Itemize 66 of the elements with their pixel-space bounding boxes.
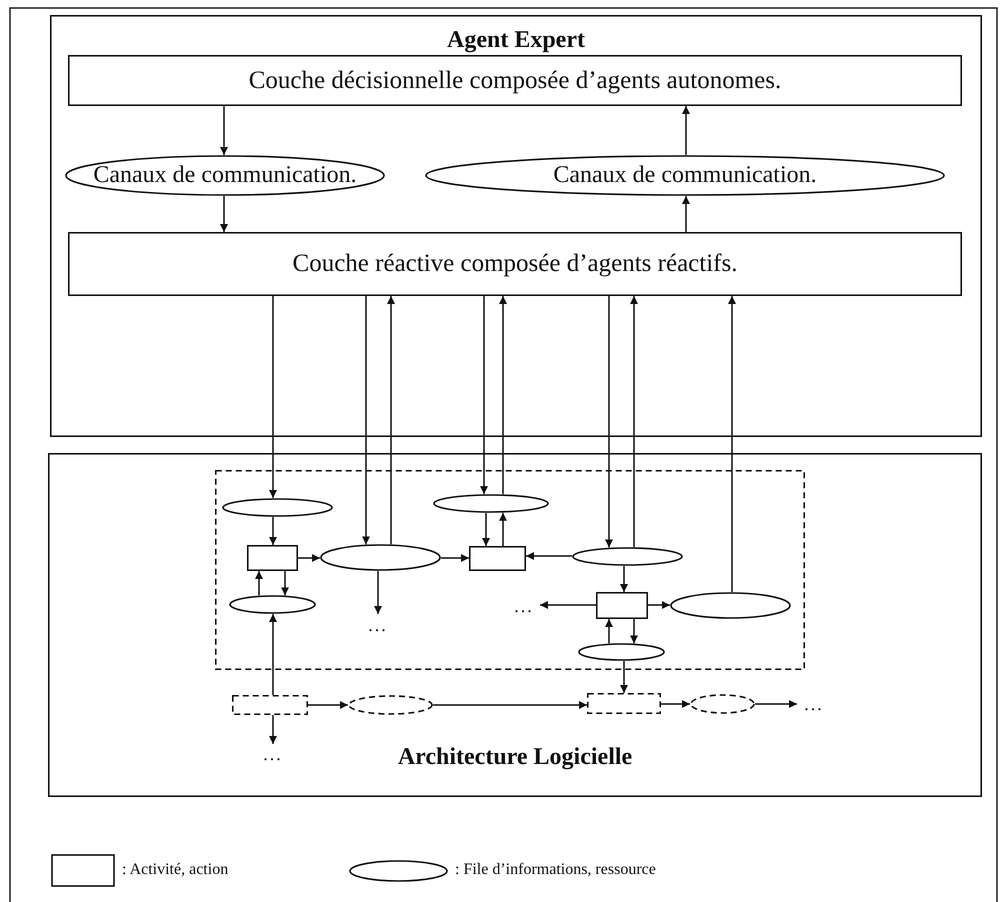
arrow [620, 566, 628, 592]
layer-label: Couche décisionnelle composée d’agents autonomes. [248, 66, 782, 94]
resource-ellipse [578, 643, 665, 661]
resource-ellipse [572, 547, 683, 566]
arrow [308, 701, 348, 709]
activity-box [596, 592, 648, 619]
arrow [630, 619, 638, 644]
resource-ellipse [320, 544, 441, 571]
dashed-resource-ellipse [348, 695, 433, 715]
agent-panel [50, 15, 982, 437]
channel-ellipse [425, 155, 945, 196]
arrow [630, 296, 638, 548]
arrow [728, 296, 736, 592]
arrow [499, 512, 507, 546]
ellipsis-text: ... [508, 596, 540, 616]
panel-heading: Architecture Logicielle [398, 744, 632, 771]
ellipsis-text: ... [364, 614, 392, 636]
arrow [499, 296, 507, 494]
layer-box [68, 232, 962, 296]
arrow [433, 701, 587, 709]
ellipsis-text: ... [797, 694, 831, 714]
arrow [387, 296, 395, 544]
dashed-activity-box [587, 693, 661, 714]
activity-box [247, 545, 298, 571]
dashed-region [215, 470, 805, 670]
arrow [540, 601, 596, 609]
dashed-activity-box [232, 695, 308, 715]
dashed-resource-ellipse [690, 694, 755, 714]
arrow [255, 571, 263, 596]
arrow [281, 571, 289, 596]
resource-ellipse [229, 595, 316, 614]
channel-label: Canaux de communication. [553, 162, 817, 189]
arrow [298, 554, 320, 562]
layer-box [68, 55, 962, 106]
arrow [682, 106, 690, 155]
architecture-panel [48, 453, 982, 797]
arrow [220, 196, 228, 232]
legend-label: : File d’informations, ressource [455, 861, 656, 879]
arrow [755, 700, 797, 708]
panel-heading: Agent Expert [447, 27, 585, 54]
arrow [269, 296, 277, 498]
resource-ellipse [433, 494, 549, 513]
resource-ellipse [222, 498, 333, 517]
arrow [220, 106, 228, 155]
channel-label: Canaux de communication. [93, 162, 357, 189]
activity-box [469, 546, 526, 571]
arrow [269, 715, 277, 744]
arrow [648, 601, 670, 609]
arrow [269, 614, 277, 695]
arrow [526, 552, 572, 560]
resource-ellipse [670, 592, 791, 619]
arrow [482, 512, 490, 546]
arrow [480, 296, 488, 494]
arrow [605, 619, 613, 644]
arrow [620, 660, 628, 693]
ellipsis-text: ... [258, 744, 288, 764]
layer-label: Couche réactive composée d’agents réactifs. [292, 250, 738, 278]
arrow [682, 196, 690, 232]
arrow [362, 296, 370, 544]
arrow [440, 554, 469, 562]
arrow [605, 296, 613, 548]
arrow [374, 571, 382, 614]
arrow [661, 700, 690, 708]
legend-label: : Activité, action [122, 860, 228, 878]
channel-ellipse [65, 155, 385, 196]
arrow [269, 516, 277, 545]
